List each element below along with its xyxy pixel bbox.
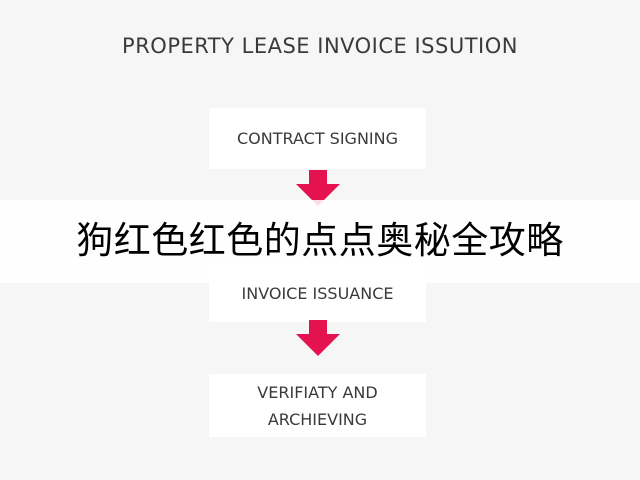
step-verification-archiving: VERIFIATY AND ARCHIEVING: [209, 374, 426, 437]
step-label-line: ARCHIEVING: [267, 409, 368, 429]
step-label-line: VERIFIATY AND: [257, 382, 378, 402]
diagram-title: PROPERTY LEASE INVOICE ISSUTION: [122, 34, 518, 58]
overlay-banner-text: 狗红色红色的点点奥秘全攻略: [76, 219, 564, 262]
down-arrow-icon: [296, 320, 340, 356]
down-arrow-icon: [296, 170, 340, 206]
step-contract-signing: CONTRACT SIGNING: [209, 108, 426, 169]
overlay-banner: [0, 200, 640, 283]
step-label: INVOICE ISSUANCE: [241, 283, 394, 303]
step-label: CONTRACT SIGNING: [237, 129, 398, 148]
